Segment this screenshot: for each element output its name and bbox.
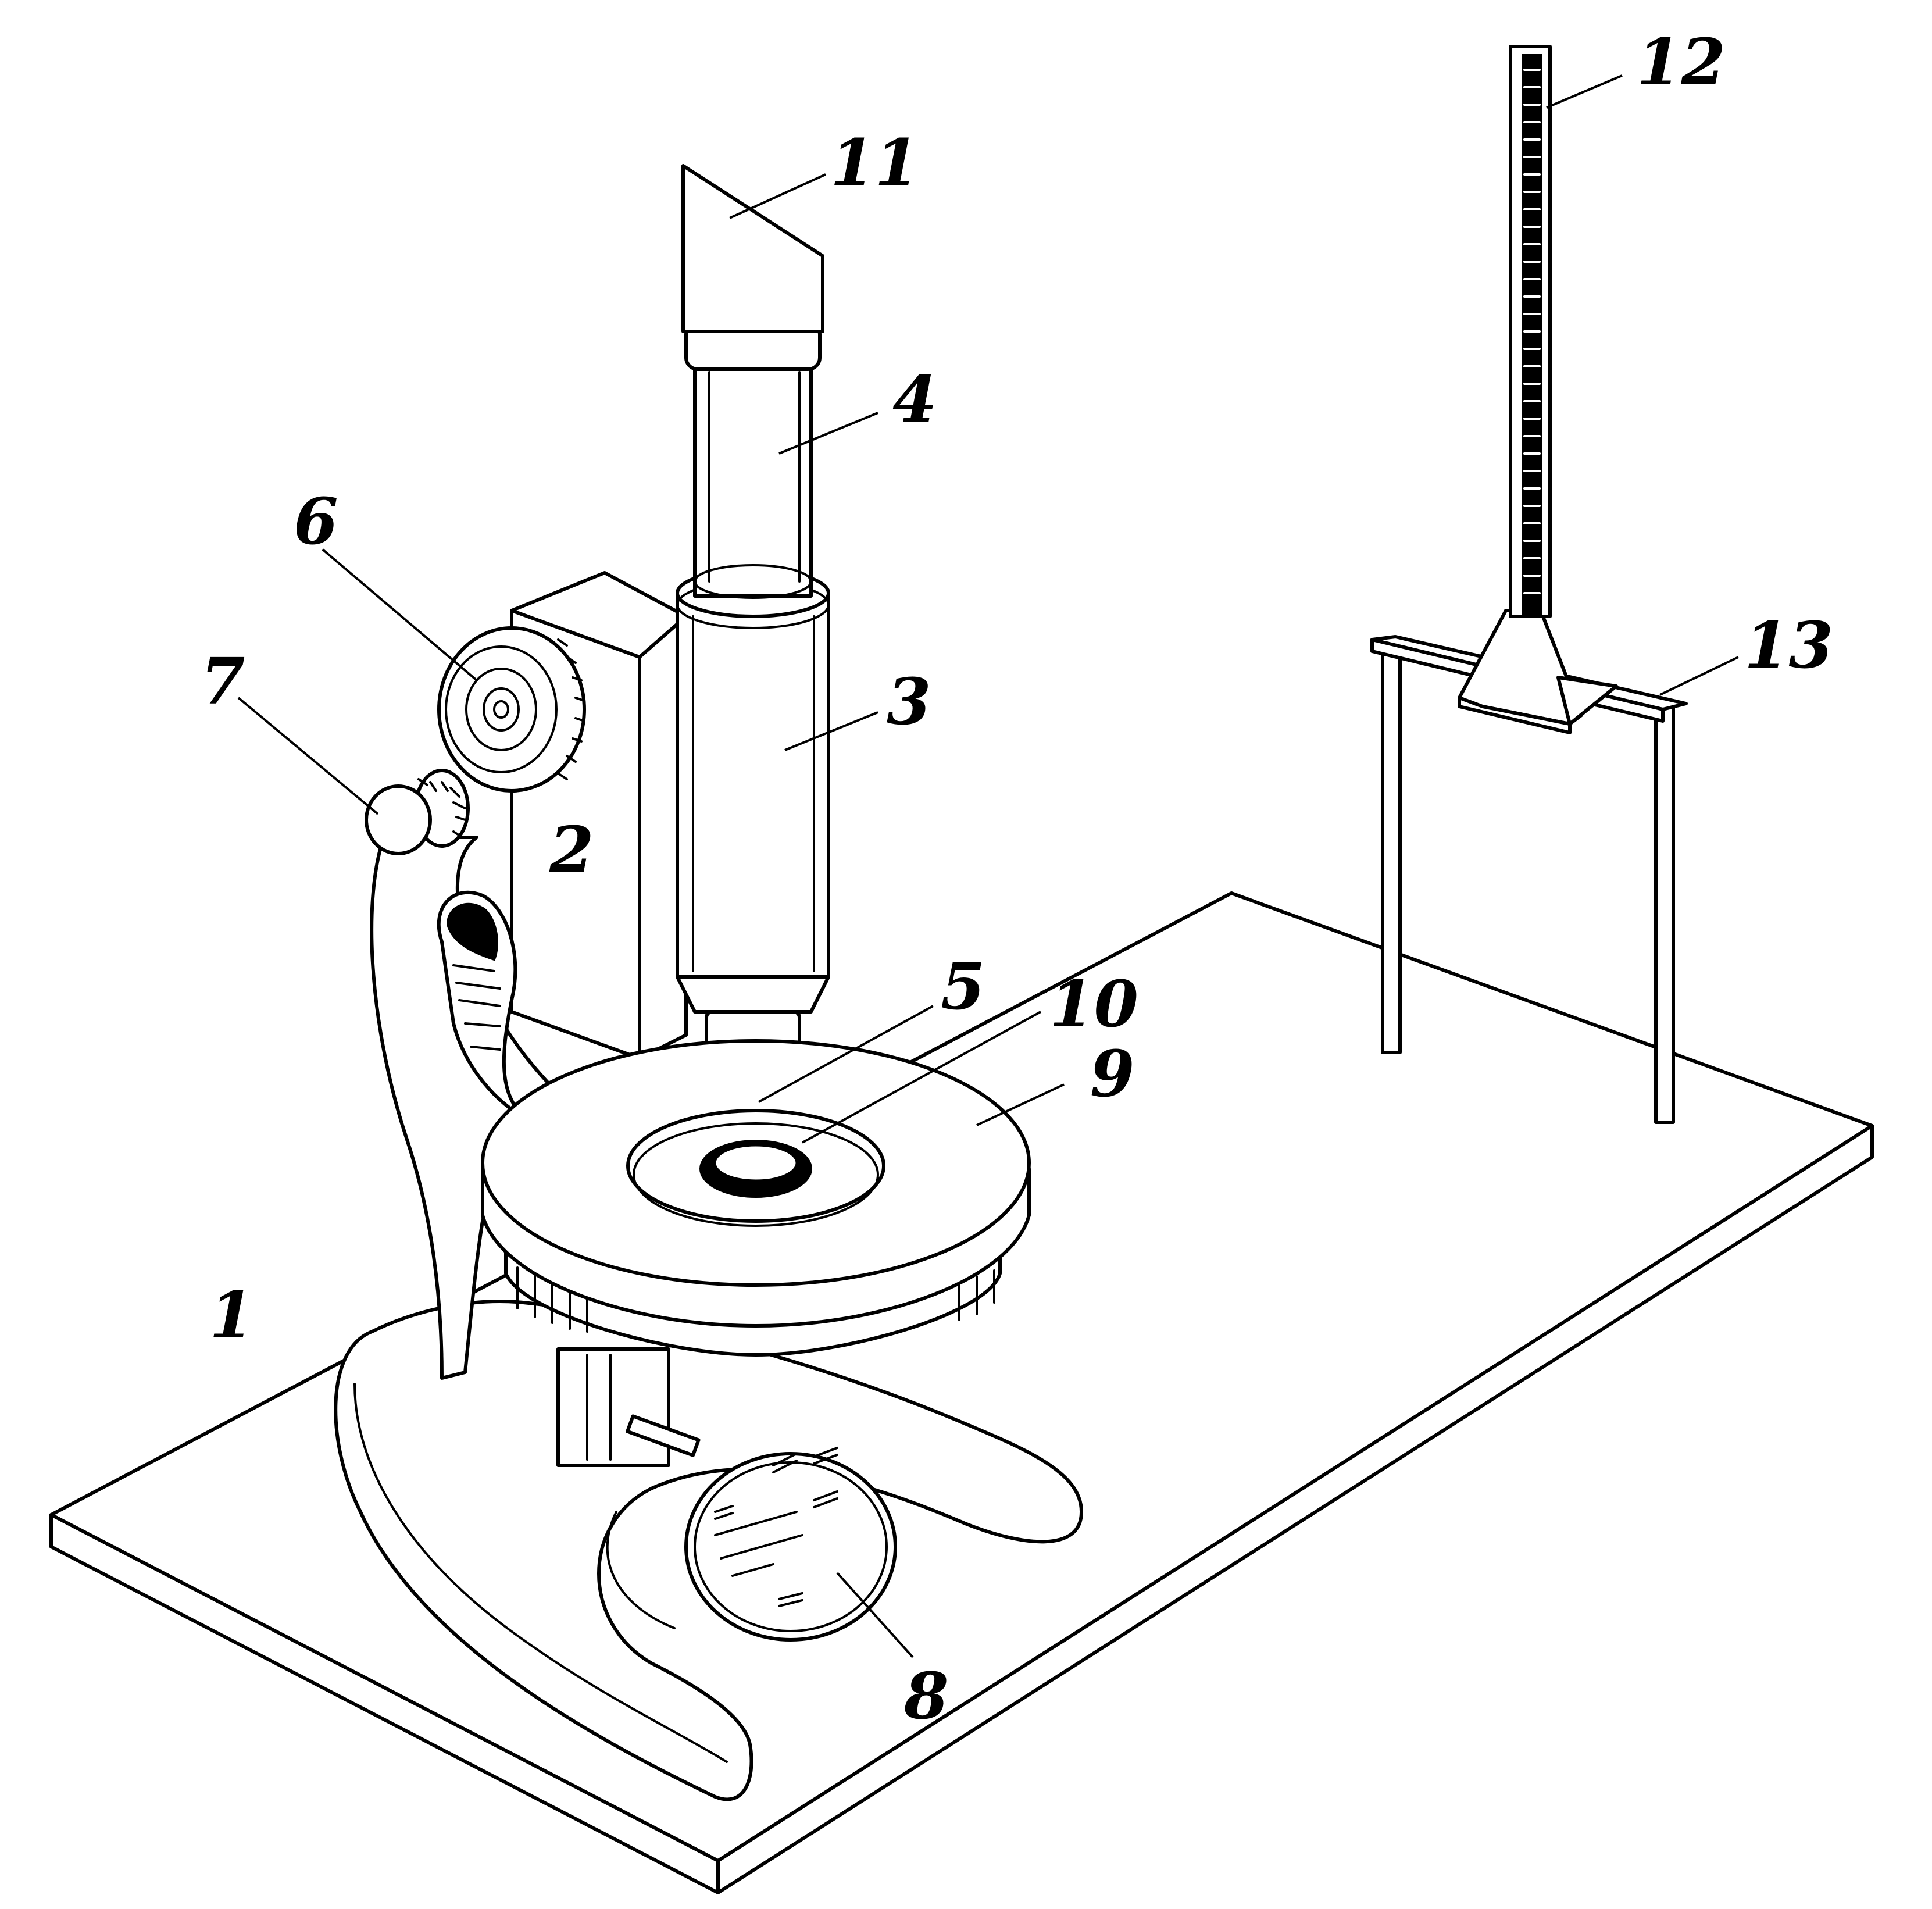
fine-focus-knob [365,769,470,855]
measuring-scale [1509,45,1552,618]
microscope-stage [481,1039,1031,1357]
label-eyepiece: 11 [830,125,919,200]
label-fine-knob: 7 [201,644,245,719]
base-plate [49,891,1874,1894]
label-stage: 9 [1090,1036,1135,1111]
label-body-tube: 3 [887,664,931,739]
leader-lines [237,74,1739,1658]
label-drive-box: 2 [549,812,594,887]
stage-support [556,1347,701,1467]
coarse-focus-knob [437,626,586,793]
label-dial: 8 [903,1658,949,1733]
label-coarse-knob: 6 [294,484,338,559]
microscope-arm [370,836,560,1380]
body-tube [676,568,830,1014]
eyepiece [681,164,824,371]
reflector-dial [684,1447,897,1642]
label-specimen-ring: 10 [1049,966,1138,1041]
label-scale: 12 [1637,24,1726,99]
part-labels: 11 12 4 6 7 3 2 13 5 10 9 1 8 [201,24,1833,1733]
label-base: 1 [209,1278,254,1353]
microscope-foot [334,1300,1083,1801]
label-stand: 13 [1744,608,1833,683]
scale-stand [1370,609,1688,1124]
eyepiece-tube [693,350,813,599]
label-objective: 5 [941,949,985,1024]
label-eyepiece-tube: 4 [892,362,937,437]
